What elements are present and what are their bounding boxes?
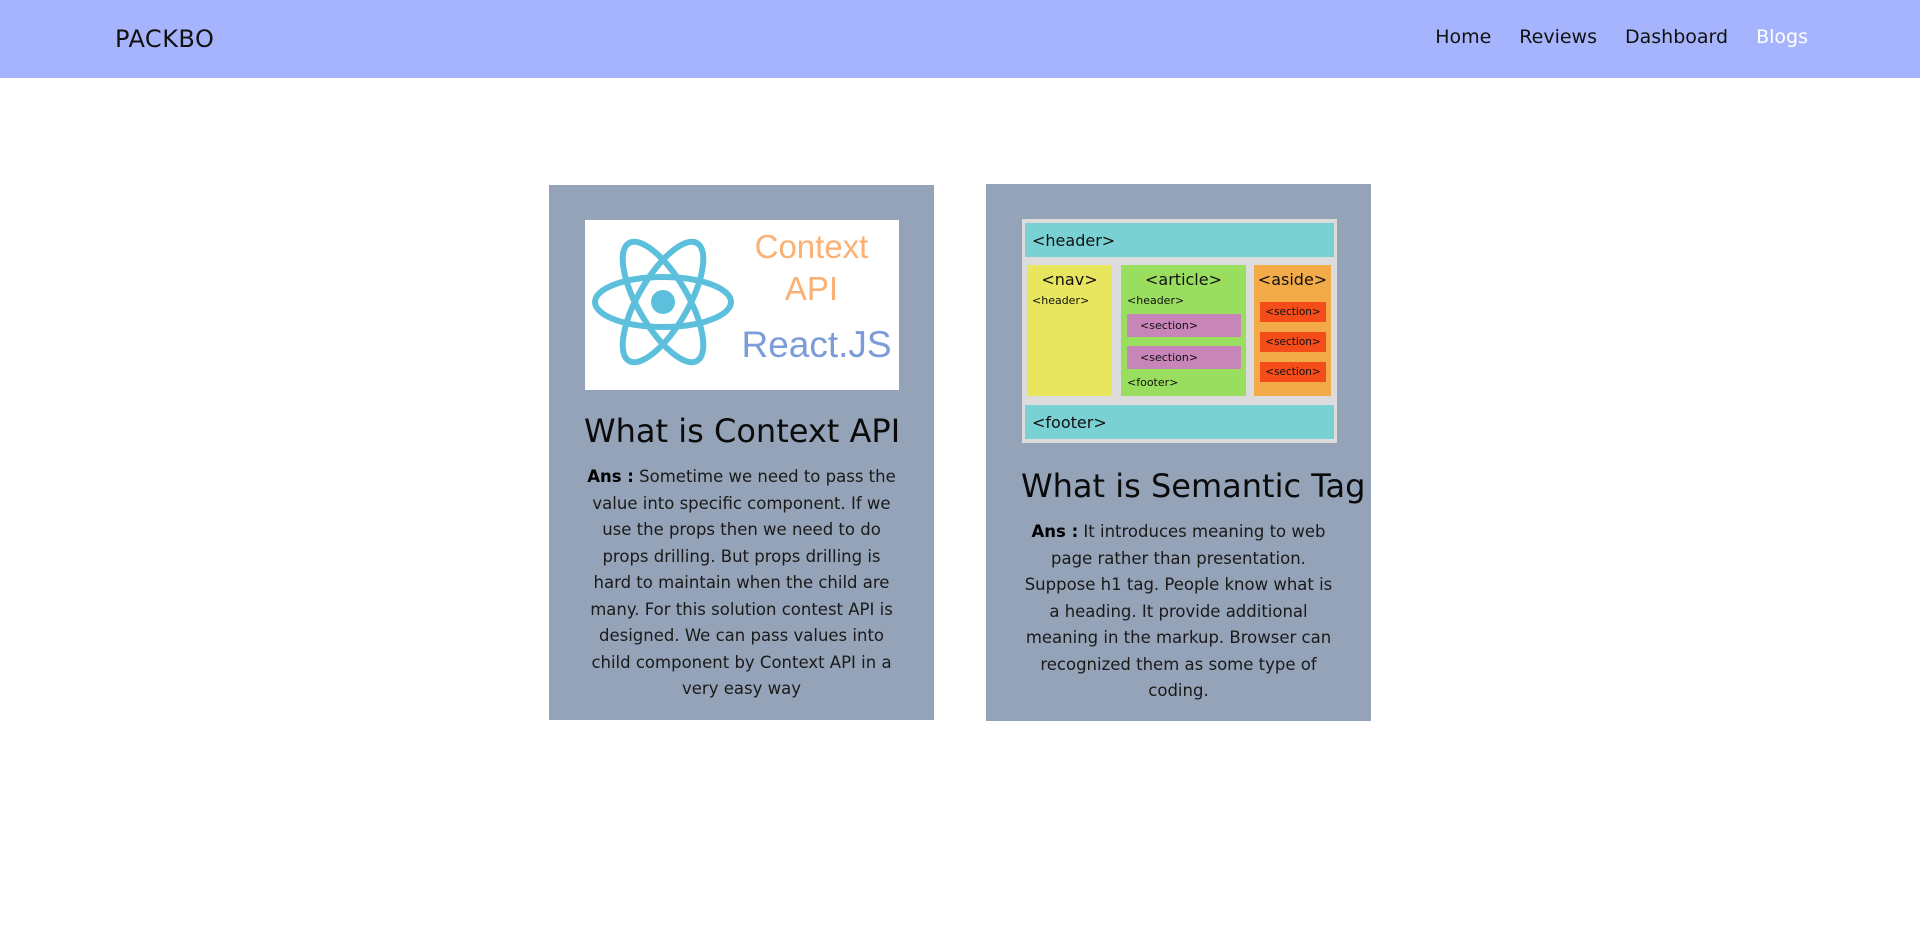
diagram-footer: <footer> — [1025, 405, 1334, 439]
diagram-aside-section-1: <section> — [1260, 302, 1326, 322]
blog-card-semantic-tag: <header> <nav> <header> <article> <heade… — [986, 184, 1371, 721]
nav-link-blogs[interactable]: Blogs — [1756, 26, 1808, 48]
ans-label: Ans : — [587, 467, 634, 486]
diagram-aside-section-2: <section> — [1260, 332, 1326, 352]
reactjs-label: React.JS — [741, 324, 892, 365]
diagram-nav: <nav> <header> — [1027, 265, 1112, 396]
card-title: What is Context API — [584, 412, 901, 450]
ans-label: Ans : — [1031, 522, 1079, 541]
context-label-line2: API — [784, 270, 839, 307]
context-label-line1: Context — [754, 228, 869, 265]
semantic-layout-diagram: <header> <nav> <header> <article> <heade… — [1022, 219, 1337, 443]
card-title: What is Semantic Tag — [1021, 467, 1366, 505]
nav-links: Home Reviews Dashboard Blogs — [1435, 26, 1808, 48]
context-api-image: Context API React.JS — [584, 220, 899, 390]
diagram-header-label: <header> — [1032, 231, 1116, 250]
diagram-aside: <aside> <section> <section> <section> — [1254, 265, 1331, 396]
card-answer: Ans : Sometime we need to pass the value… — [584, 464, 899, 703]
navbar: PACKBO Home Reviews Dashboard Blogs — [0, 0, 1920, 78]
diagram-article-header: <header> — [1127, 294, 1185, 307]
diagram-aside-section-2-label: <section> — [1265, 336, 1321, 348]
diagram-nav-label: <nav> — [1041, 270, 1098, 289]
diagram-article-section-1-label: <section> — [1140, 319, 1199, 332]
diagram-article-footer: <footer> — [1127, 376, 1179, 389]
diagram-article-section-2-label: <section> — [1140, 351, 1199, 364]
answer-text: It introduces meaning to web page rather… — [1024, 522, 1333, 700]
brand-logo[interactable]: PACKBO — [115, 25, 215, 53]
diagram-article-section-2: <section> — [1127, 346, 1241, 369]
diagram-aside-label: <aside> — [1257, 270, 1328, 289]
diagram-article-label: <article> — [1145, 270, 1222, 289]
diagram-article: <article> <header> <section> <section> <… — [1121, 265, 1246, 396]
diagram-aside-section-3-label: <section> — [1265, 366, 1321, 378]
diagram-header: <header> — [1025, 223, 1334, 257]
diagram-aside-section-1-label: <section> — [1265, 306, 1321, 318]
blog-card-context-api: Context API React.JS What is Context API… — [549, 185, 934, 720]
context-api-label: Context API — [737, 226, 887, 310]
nav-link-reviews[interactable]: Reviews — [1519, 26, 1597, 48]
diagram-footer-label: <footer> — [1032, 413, 1107, 432]
card-answer: Ans : It introduces meaning to web page … — [1021, 519, 1336, 705]
react-atom-icon — [591, 238, 734, 366]
diagram-aside-section-3: <section> — [1260, 362, 1326, 382]
nav-link-home[interactable]: Home — [1435, 26, 1492, 48]
answer-text: Sometime we need to pass the value into … — [590, 467, 896, 698]
diagram-nav-header: <header> — [1032, 294, 1090, 307]
diagram-article-section-1: <section> — [1127, 314, 1241, 337]
nav-link-dashboard[interactable]: Dashboard — [1625, 26, 1729, 48]
